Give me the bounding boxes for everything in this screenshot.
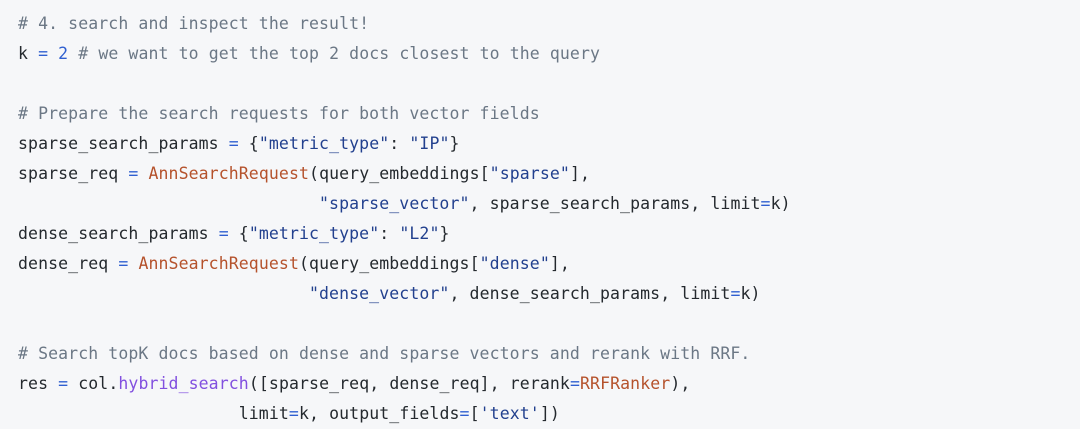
code-token-func: hybrid_search: [118, 374, 249, 393]
code-line: sparse_search_params = {"metric_type": "…: [18, 129, 1080, 159]
code-token-punc: ],: [569, 164, 591, 183]
code-token-op: =: [459, 404, 470, 423]
code-line: dense_search_params = {"metric_type": "L…: [18, 219, 1080, 249]
code-token-punc: :: [389, 134, 410, 153]
code-token-plain: sparse_req: [268, 374, 370, 393]
code-line: # Search topK docs based on dense and sp…: [18, 339, 1080, 369]
code-token-plain: [68, 44, 78, 63]
code-token-punc: ([: [248, 374, 269, 393]
code-token-plain: query_embeddings: [309, 254, 470, 273]
code-token-str: "dense_vector": [308, 284, 450, 303]
code-token-punc: ,: [309, 404, 330, 423]
code-token-class: RRFRanker: [580, 374, 671, 393]
code-token-punc: ],: [549, 254, 570, 273]
code-line: sparse_req = AnnSearchRequest(query_embe…: [18, 159, 1080, 189]
code-token-punc: ,: [660, 284, 681, 303]
code-token-op: =: [730, 284, 741, 303]
code-token-punc: }: [439, 224, 450, 243]
code-token-class: AnnSearchRequest: [148, 164, 310, 183]
code-token-str: "IP": [409, 134, 450, 153]
code-token-punc: ,: [469, 194, 490, 213]
code-token-plain: [18, 284, 309, 303]
code-token-str: "L2": [399, 224, 440, 243]
code-token-plain: k: [740, 284, 751, 303]
code-token-plain: dense_search_params: [18, 224, 219, 243]
code-token-op: =: [58, 374, 69, 393]
code-token-punc: ): [780, 194, 791, 213]
code-token-plain: k: [770, 194, 781, 213]
code-token-punc: {: [238, 134, 259, 153]
code-token-str: "metric_type": [248, 224, 380, 243]
code-token-plain: [138, 164, 148, 183]
code-token-punc: (: [309, 164, 320, 183]
code-token-punc: ,: [449, 284, 470, 303]
code-token-comment: # we want to get the top 2 docs closest …: [78, 44, 601, 63]
code-token-str: 'text': [479, 404, 540, 423]
code-token-punc: ,: [690, 194, 711, 213]
code-token-plain: dense_search_params: [469, 284, 661, 303]
code-token-comment: # Search topK docs based on dense and sp…: [18, 344, 751, 363]
code-token-plain: dense_req: [18, 254, 119, 273]
code-line: [18, 69, 1080, 99]
code-token-plain: limit: [710, 194, 761, 213]
code-token-plain: limit: [680, 284, 731, 303]
code-token-comment: # 4. search and inspect the result!: [18, 14, 370, 33]
code-token-punc: ),: [670, 374, 691, 393]
code-token-op: =: [760, 194, 771, 213]
code-line: "dense_vector", dense_search_params, lim…: [18, 279, 1080, 309]
code-token-num: 2: [58, 44, 69, 63]
code-token-str: "metric_type": [258, 134, 390, 153]
code-token-plain: k: [298, 404, 310, 423]
code-token-str: "sparse_vector": [319, 194, 470, 213]
code-token-plain: sparse_req: [18, 164, 129, 183]
code-token-op: =: [569, 374, 580, 393]
code-line: # Prepare the search requests for both v…: [18, 99, 1080, 129]
code-line: k = 2 # we want to get the top 2 docs cl…: [18, 39, 1080, 69]
code-token-op: =: [38, 44, 49, 63]
code-line: limit=k, output_fields=['text']): [18, 399, 1080, 429]
code-token-punc: }: [449, 134, 460, 153]
code-line: "sparse_vector", sparse_search_params, l…: [18, 189, 1080, 219]
code-token-punc: ): [750, 284, 761, 303]
code-block: # 4. search and inspect the result! k = 2…: [18, 9, 1080, 423]
code-token-plain: sparse_search_params: [18, 134, 229, 153]
code-token-plain: [128, 254, 138, 273]
code-token-plain: dense_req: [389, 374, 480, 393]
code-token-punc: {: [228, 224, 249, 243]
code-token-str: "dense": [479, 254, 550, 273]
code-token-punc: ],: [479, 374, 510, 393]
code-token-op: =: [288, 404, 299, 423]
code-token-punc: [: [469, 404, 480, 423]
code-line: [18, 309, 1080, 339]
code-token-plain: res: [18, 374, 59, 393]
code-token-punc: ,: [369, 374, 390, 393]
code-token-punc: (: [298, 254, 310, 273]
code-token-op: =: [228, 134, 239, 153]
code-line: res = col.hybrid_search([sparse_req, den…: [18, 369, 1080, 399]
code-token-punc: ]): [539, 404, 560, 423]
code-token-op: =: [128, 164, 139, 183]
code-token-plain: rerank: [509, 374, 570, 393]
code-token-plain: query_embeddings: [319, 164, 480, 183]
code-token-plain: k: [18, 44, 39, 63]
code-token-str: "sparse": [489, 164, 570, 183]
code-token-punc: :: [379, 224, 400, 243]
code-token-plain: output_fields: [329, 404, 460, 423]
code-token-plain: col: [68, 374, 109, 393]
code-token-comment: # Prepare the search requests for both v…: [18, 104, 540, 123]
code-line: dense_req = AnnSearchRequest(query_embed…: [18, 249, 1080, 279]
code-token-punc: [: [469, 254, 480, 273]
code-token-plain: [48, 44, 58, 63]
code-token-plain: [18, 194, 319, 213]
code-token-punc: [: [479, 164, 490, 183]
code-token-plain: limit: [18, 404, 289, 423]
code-token-class: AnnSearchRequest: [138, 254, 299, 273]
code-line: # 4. search and inspect the result!: [18, 9, 1080, 39]
code-token-punc: .: [108, 374, 119, 393]
code-token-op: =: [118, 254, 129, 273]
code-token-op: =: [218, 224, 229, 243]
code-token-plain: sparse_search_params: [489, 194, 691, 213]
